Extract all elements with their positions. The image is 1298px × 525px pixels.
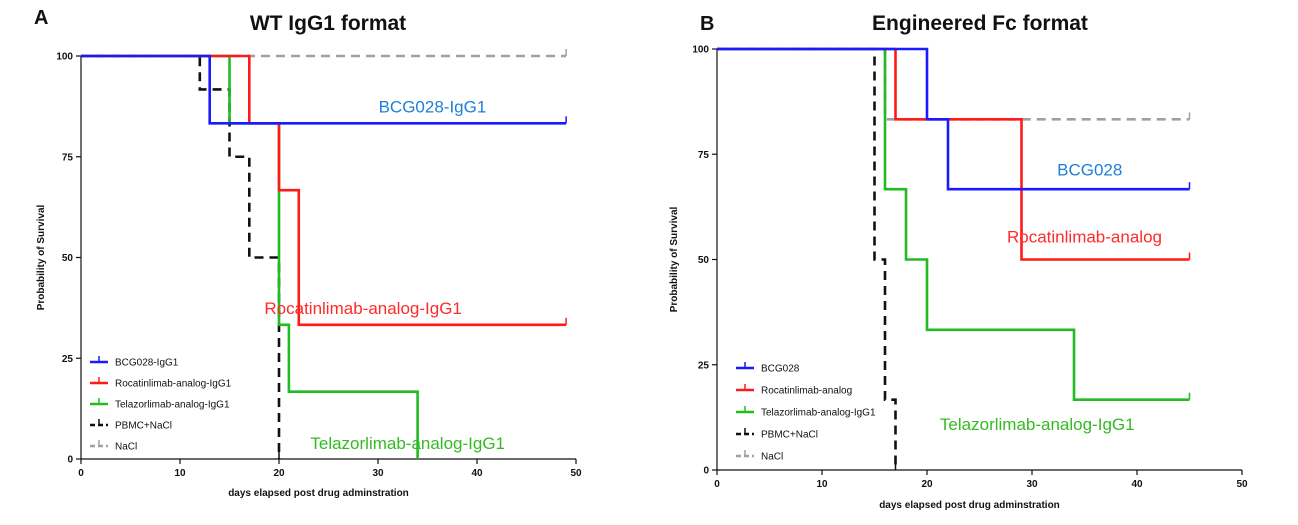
panel-b-x-tick-label: 20 <box>921 479 933 490</box>
panel-b-letter: B <box>700 13 714 35</box>
panel-a-series-0-line <box>81 54 567 125</box>
panel-b-series-0-line <box>717 47 1190 191</box>
panel-b-legend-label-2: Telazorlimab-analog-IgG1 <box>761 408 876 419</box>
panel-b-x-tick-label: 10 <box>816 479 828 490</box>
panel-a-y-tick-label: 75 <box>62 152 74 163</box>
panel-a-x-tick-label: 40 <box>471 468 483 479</box>
panel-b-x-tick-label: 50 <box>1236 479 1248 490</box>
panel-a-annotation-2: Telazorlimab-analog-IgG1 <box>310 434 505 453</box>
panel-b-title: Engineered Fc format <box>872 12 1088 35</box>
panel-a-x-tick-label: 50 <box>570 468 582 479</box>
panel-a-legend-label-4: NaCl <box>115 442 137 453</box>
panel-a-y-tick-label: 0 <box>67 455 73 466</box>
panel-a-x-tick-label: 10 <box>174 468 186 479</box>
panel-b-x-axis-label: days elapsed post drug adminstration <box>879 500 1060 511</box>
panel-b-series-4-line <box>717 47 1190 121</box>
panel-a-legend-label-2: Telazorlimab-analog-IgG1 <box>115 400 230 411</box>
panel-a-legend-label-1: Rocatinlimab-analog-IgG1 <box>115 379 232 390</box>
panel-a-plot-area: 0 10 20 30 40 50 0 25 50 75 100 days elapsed post d… <box>36 49 582 499</box>
panel-b-annotation-1: Rocatinlimab-analog <box>1007 228 1162 247</box>
panel-b-survival-chart: B Engineered Fc format 0 10 20 30 40 50 0 25 50 7… <box>669 12 1248 511</box>
panel-b-y-tick-label: 75 <box>698 150 710 161</box>
panel-b-y-tick-label: 0 <box>703 466 709 477</box>
panel-b-legend-label-0: BCG028 <box>761 364 800 375</box>
panel-b-series-2-line <box>717 47 1190 401</box>
panel-b-legend-label-4: NaCl <box>761 452 783 463</box>
panel-b-legend-label-3: PBMC+NaCl <box>761 430 818 441</box>
panel-a-x-axis-label: days elapsed post drug adminstration <box>228 488 409 499</box>
panel-b-y-tick-label: 100 <box>692 45 709 56</box>
panel-a-survival-chart: A WT IgG1 format 0 10 20 30 40 50 0 25 50 75 100 da… <box>34 7 582 499</box>
panel-a-annotation-1: Rocatinlimab-analog-IgG1 <box>264 299 462 318</box>
panel-a-annotation-0: BCG028-IgG1 <box>379 97 487 116</box>
panel-b-annotation-0: BCG028 <box>1057 160 1122 179</box>
panel-a-y-tick-label: 100 <box>56 52 73 63</box>
panel-b-y-tick-label: 50 <box>698 255 710 266</box>
panel-a-letter: A <box>34 7 48 29</box>
panel-a-legend-label-0: BCG028-IgG1 <box>115 358 179 369</box>
panel-b-y-axis-label: Probability of Survival <box>669 206 680 312</box>
panel-a-y-tick-label: 50 <box>62 253 74 264</box>
panel-b-y-tick-label: 25 <box>698 360 710 371</box>
panel-a-series-2-line <box>81 54 419 459</box>
panel-b-x-tick-label: 30 <box>1026 479 1038 490</box>
panel-a-x-tick-label: 30 <box>372 468 384 479</box>
panel-a-series-1-line <box>81 54 567 327</box>
panel-a-legend-label-3: PBMC+NaCl <box>115 421 172 432</box>
panel-b-x-tick-label: 40 <box>1131 479 1143 490</box>
panel-a-y-axis-label: Probability of Survival <box>36 204 47 310</box>
panel-a-title: WT IgG1 format <box>250 12 406 35</box>
panel-a-y-tick-label: 25 <box>62 354 74 365</box>
panel-b-x-tick-label: 0 <box>714 479 720 490</box>
panel-a-x-tick-label: 0 <box>78 468 84 479</box>
panel-b-plot-area: 0 10 20 30 40 50 0 25 50 75 100 days elapsed post d… <box>669 45 1248 512</box>
panel-b-legend-label-1: Rocatinlimab-analog <box>761 386 852 397</box>
panel-b-annotation-2: Telazorlimab-analog-IgG1 <box>940 415 1135 434</box>
panel-a-x-tick-label: 20 <box>273 468 285 479</box>
